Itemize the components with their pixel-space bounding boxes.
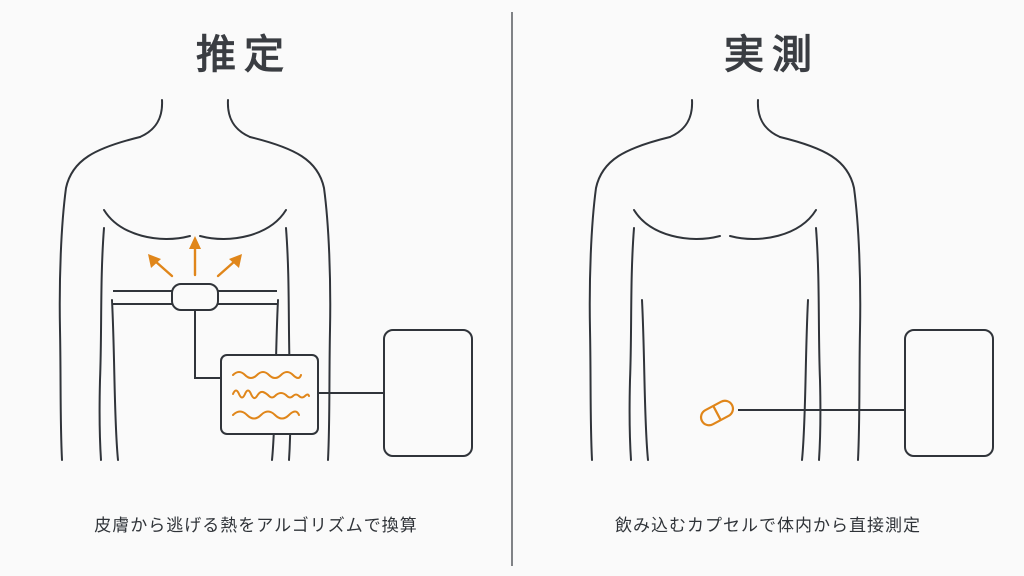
right-panel-caption: 飲み込むカプセルで体内から直接測定 bbox=[615, 516, 921, 536]
left-panel-title: 推定 bbox=[196, 32, 292, 78]
heat-arrow-right bbox=[216, 259, 237, 278]
display-device-left bbox=[383, 329, 473, 457]
strap-sensor bbox=[171, 283, 219, 311]
sensor-wire bbox=[194, 310, 221, 379]
right-torso bbox=[588, 99, 862, 461]
capsule-icon bbox=[699, 399, 735, 427]
display-device-right bbox=[904, 329, 994, 457]
heat-arrows bbox=[148, 236, 242, 278]
chest-strap bbox=[113, 283, 277, 311]
right-panel-title: 実測 bbox=[724, 32, 820, 78]
waveform-signals bbox=[232, 371, 310, 420]
waveform-box bbox=[220, 354, 319, 435]
heat-arrow-left bbox=[153, 259, 174, 278]
left-panel-caption: 皮膚から逃げる熱をアルゴリズムで換算 bbox=[94, 516, 418, 536]
